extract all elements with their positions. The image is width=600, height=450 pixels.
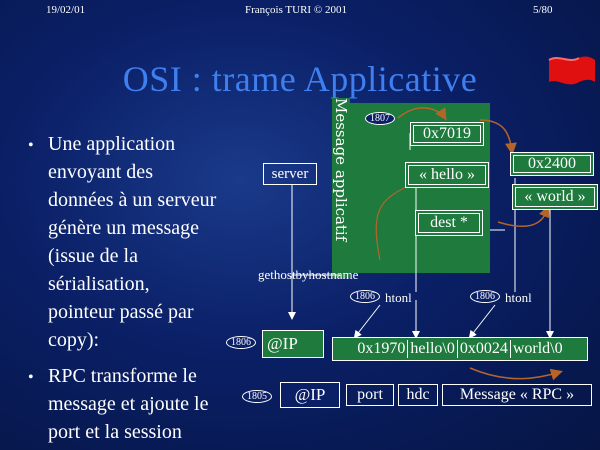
hello-box: « hello » xyxy=(405,162,489,188)
bullet-2-line: port et la session xyxy=(48,421,182,443)
serialized-row: 0x1970 hello\0 0x0024 world\0 xyxy=(332,337,588,361)
gethostbyname-label: gethostbyhostname xyxy=(258,267,359,282)
bullet-1-line: génère un message xyxy=(48,217,200,239)
bullet-1: • xyxy=(28,130,34,160)
ser-hello: hello\0 xyxy=(408,340,458,358)
bullet-marker: • xyxy=(28,369,34,386)
htonl-a: htonl xyxy=(385,290,412,305)
bullet-1-line: sérialisation, xyxy=(48,273,150,295)
hex-2400-box: 0x2400 xyxy=(510,152,594,176)
vertical-label: Message applicatif xyxy=(332,98,350,278)
bullet-1-line: envoyant des xyxy=(48,161,153,183)
bullet-2: • xyxy=(28,362,34,392)
tag-1807: 1807 xyxy=(365,112,395,125)
port-box: port xyxy=(346,384,394,406)
bullet-2-line: RPC transforme le xyxy=(48,365,197,387)
bullet-1-line: copy): xyxy=(48,329,100,351)
ser-hex-1970: 0x1970 xyxy=(355,340,409,358)
header-date: 19/02/01 xyxy=(46,4,86,16)
rpc-message-box: Message « RPC » xyxy=(442,384,592,406)
bullet-1-text: Une application envoyant des données à u… xyxy=(48,130,216,354)
bullet-1-line: Une application xyxy=(48,133,176,155)
bullet-2-line: message et ajoute le xyxy=(48,393,209,415)
header-page: 5/80 xyxy=(533,4,553,16)
hex-7019-box: 0x7019 xyxy=(410,122,484,146)
world-box: « world » xyxy=(512,184,598,210)
header-author: François TURI © 2001 xyxy=(245,4,347,16)
tag-1806a: 1806 xyxy=(350,290,380,303)
tag-1806c: 1806 xyxy=(226,336,256,349)
page-title: OSI : trame Applicative xyxy=(122,59,478,99)
tag-1805: 1805 xyxy=(242,390,272,403)
hdc-box: hdc xyxy=(398,384,438,406)
ip-box-2: @IP xyxy=(280,382,340,408)
flag-logo xyxy=(548,56,595,85)
ser-world: world\0 xyxy=(512,340,563,357)
bullet-1-line: données à un serveur xyxy=(48,189,217,211)
tag-1806b: 1806 xyxy=(470,290,500,303)
bullet-2-text: RPC transforme le message et ajoute le p… xyxy=(48,362,209,446)
htonl-b: htonl xyxy=(505,290,532,305)
ip-box-1: @IP xyxy=(262,330,324,358)
dest-box: dest * xyxy=(415,210,483,236)
server-box: server xyxy=(263,163,317,185)
bullet-1-line: pointeur passé par xyxy=(48,301,194,323)
bullet-marker: • xyxy=(28,137,34,154)
ser-hex-0024: 0x0024 xyxy=(458,340,511,358)
bullet-1-line: (issue de la xyxy=(48,245,138,267)
